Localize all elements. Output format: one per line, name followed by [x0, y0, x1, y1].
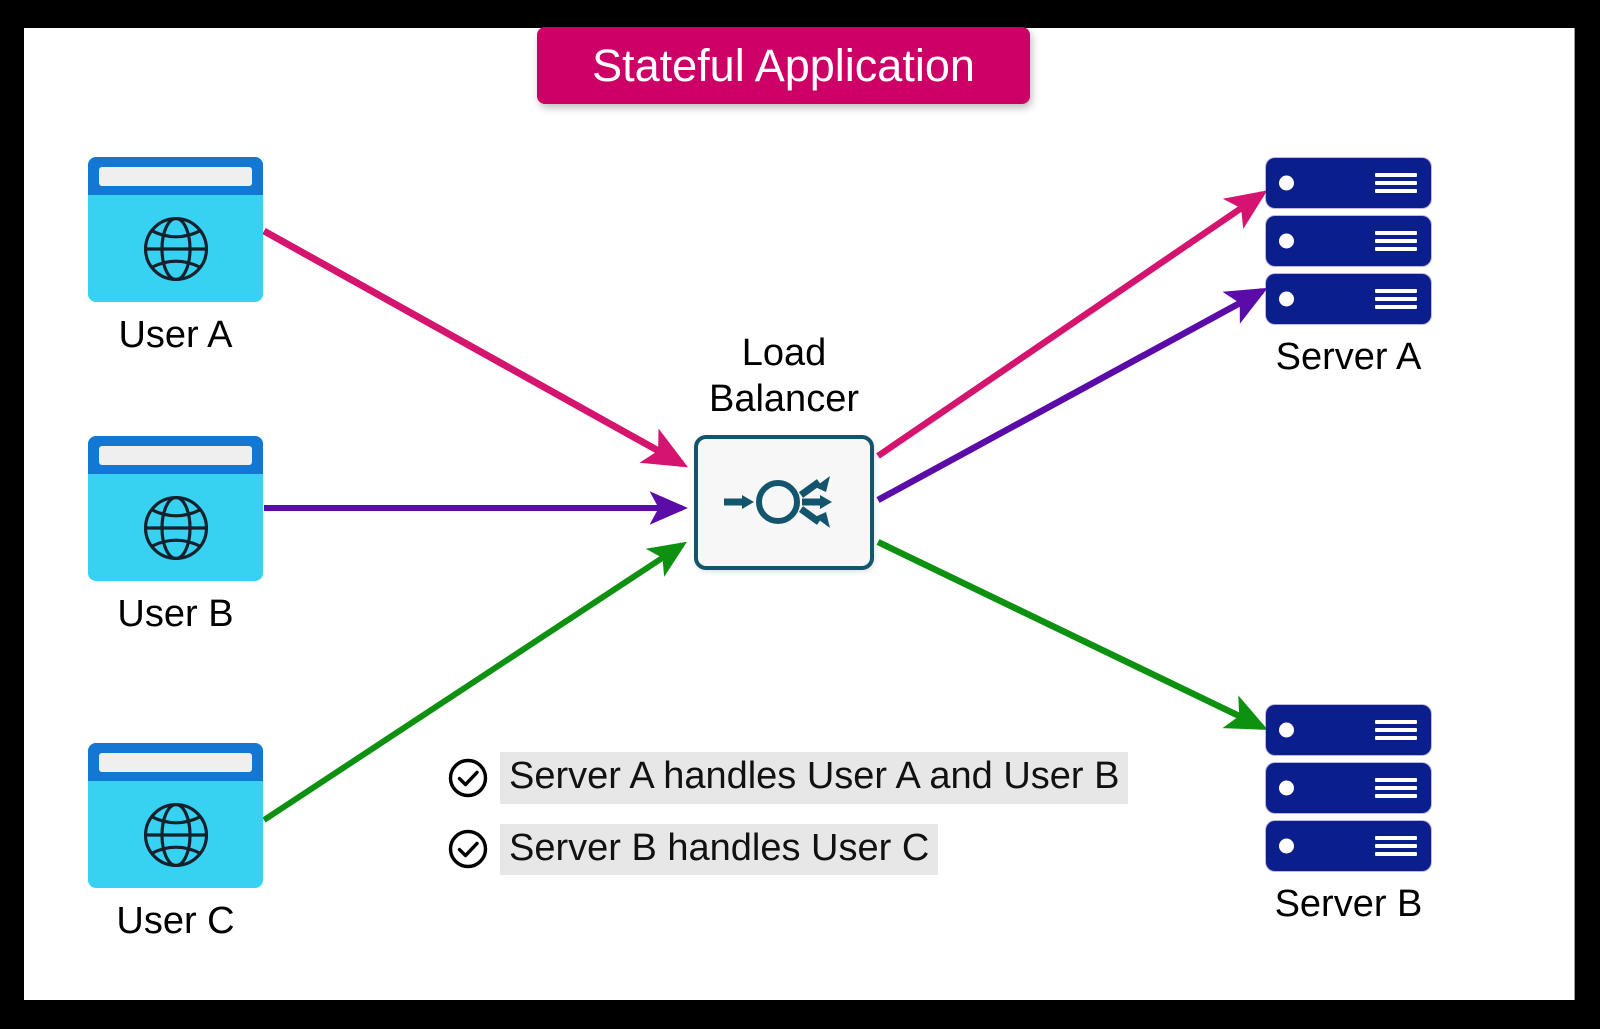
server-unit [1266, 274, 1431, 324]
server-unit [1266, 763, 1431, 813]
server-b-node[interactable]: Server B [1266, 705, 1431, 926]
browser-body [88, 195, 263, 302]
check-circle-icon [448, 830, 488, 869]
server-vents-icon [1375, 289, 1417, 309]
server-led-icon [1279, 780, 1294, 796]
server-unit [1266, 705, 1431, 755]
server-a-label: Server A [1275, 336, 1422, 378]
user-c-node[interactable]: User C [88, 743, 263, 943]
browser-titlebar [88, 436, 263, 474]
browser-body [88, 474, 263, 581]
server-led-icon [1279, 233, 1294, 249]
browser-urlbar [99, 752, 252, 772]
load-balancer-caption-line2: Balancer [709, 378, 859, 421]
server-a-node[interactable]: Server A [1266, 158, 1431, 379]
server-unit [1266, 216, 1431, 266]
browser-body [88, 781, 263, 888]
user-c-label: User C [116, 900, 235, 942]
browser-titlebar [88, 743, 263, 781]
server-unit [1266, 158, 1431, 208]
server-led-icon [1279, 722, 1294, 738]
server-vents-icon [1375, 778, 1417, 798]
server-vents-icon [1375, 173, 1417, 193]
legend-item: Server B handles User C [446, 823, 1128, 876]
legend-item-text: Server B handles User C [500, 823, 939, 876]
server-vents-icon [1375, 720, 1417, 740]
browser-window-icon [88, 743, 263, 888]
server-vents-icon [1375, 836, 1417, 856]
load-balancer-caption-line1: Load [741, 332, 827, 374]
server-led-icon [1279, 175, 1294, 191]
page-title-badge: Stateful Application [537, 27, 1030, 104]
load-balancer-box[interactable] [694, 434, 874, 570]
globe-icon [143, 802, 208, 867]
page-title: Stateful Application [592, 40, 975, 91]
user-b-label: User B [117, 593, 234, 635]
browser-urlbar [99, 166, 252, 186]
legend: Server A handles User A and User B Serve… [446, 752, 1129, 876]
server-vents-icon [1375, 231, 1417, 251]
legend-item: Server A handles User A and User B [446, 752, 1129, 804]
server-b-label: Server B [1274, 883, 1423, 925]
server-rack-icon [1266, 705, 1431, 871]
server-rack-icon [1266, 158, 1431, 324]
load-balancer-fanout-icon [724, 476, 832, 529]
globe-icon [143, 216, 208, 281]
user-a-label: User A [118, 314, 233, 356]
load-balancer-node[interactable]: Load Balancer [694, 330, 874, 570]
user-b-node[interactable]: User B [88, 436, 263, 636]
server-unit [1266, 821, 1431, 871]
browser-urlbar [99, 445, 252, 465]
browser-titlebar [88, 157, 263, 195]
legend-item-text: Server A handles User A and User B [500, 752, 1129, 804]
server-led-icon [1279, 291, 1294, 307]
browser-window-icon [88, 157, 263, 302]
globe-icon [143, 495, 208, 560]
load-balancer-caption: Load Balancer [694, 330, 874, 423]
user-a-node[interactable]: User A [88, 157, 263, 357]
browser-window-icon [88, 436, 263, 581]
check-circle-icon [448, 758, 488, 797]
server-led-icon [1279, 838, 1294, 854]
